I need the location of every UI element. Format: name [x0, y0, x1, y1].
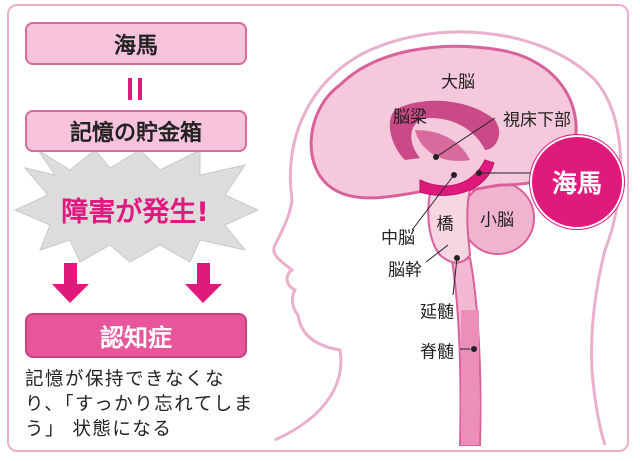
label-midbrain: 中脳	[381, 228, 415, 249]
label-brainstem: 脳幹	[388, 260, 422, 281]
head-outline	[272, 30, 623, 446]
label-cerebrum: 大脳	[441, 72, 475, 93]
equals-sign	[128, 78, 144, 100]
label-pons: 橋	[436, 214, 454, 235]
note-line: う」 状態になる	[25, 419, 173, 440]
arrow-down-icon	[52, 263, 89, 303]
note-line: り、「すっかり忘れてしま	[25, 394, 254, 415]
brainstem	[427, 183, 472, 264]
leader-lines	[411, 117, 532, 350]
arrow-down-icon	[185, 263, 222, 303]
hippocampus-structure	[419, 159, 495, 196]
label-medulla: 延髄	[420, 302, 454, 323]
label-cerebellum: 小脳	[480, 210, 514, 231]
label-spinal-cord: 脊髄	[420, 342, 454, 363]
dementia-description: 記憶が保持できなくな り、「すっかり忘れてしま う」 状態になる	[25, 367, 260, 442]
alert-text: 障害が発生!	[61, 197, 209, 228]
memory-bank-box: 記憶の貯金箱	[25, 110, 247, 152]
hippocampus-box: 海馬	[25, 22, 247, 65]
hippocampus-badge: 海馬	[530, 135, 624, 229]
dementia-box: 認知症	[25, 313, 247, 358]
label-hypothalamus: 視床下部	[503, 110, 571, 131]
corpus-callosum	[389, 100, 500, 160]
note-line: 記憶が保持できなくな	[25, 369, 226, 390]
diagram-frame	[7, 4, 629, 452]
marker-dots	[433, 154, 482, 352]
alert-starburst	[13, 149, 260, 263]
label-corpus-callosum: 脳梁	[393, 107, 427, 128]
